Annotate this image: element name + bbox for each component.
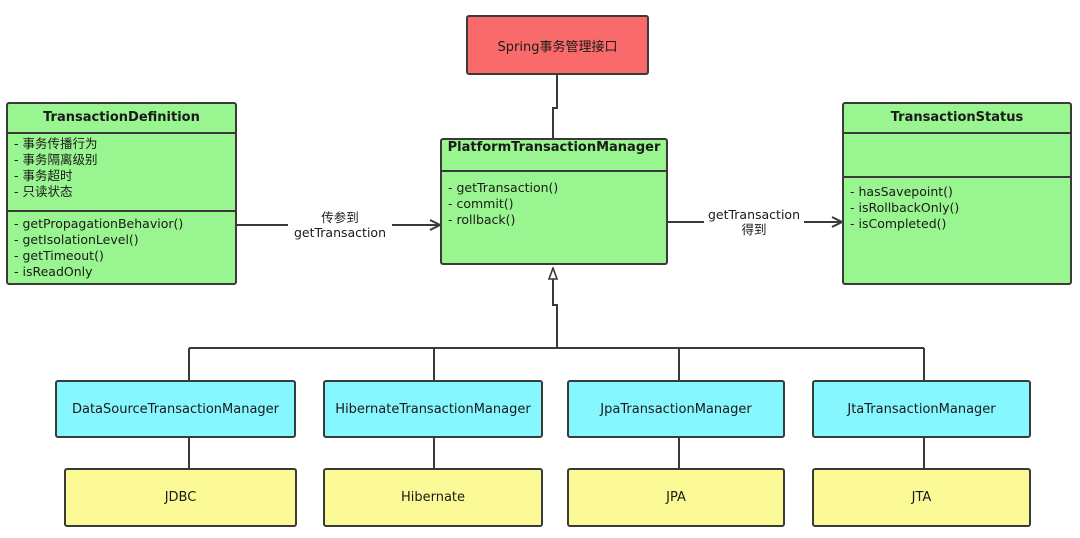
- spring-interface-label: Spring事务管理接口: [497, 39, 618, 55]
- method-item: - commit(): [448, 196, 514, 211]
- transaction-status-methods: - hasSavepoint() - isRollbackOnly() - is…: [844, 176, 1070, 234]
- technology-label: JTA: [911, 490, 932, 505]
- datasource-transaction-manager-box: DataSourceTransactionManager: [55, 380, 296, 438]
- transaction-definition-title: TransactionDefinition: [8, 104, 235, 134]
- implementation-label: JpaTransactionManager: [600, 401, 752, 417]
- technology-label: JPA: [666, 490, 686, 505]
- attribute-item: - 事务隔离级别: [14, 152, 98, 167]
- definition-to-manager-label: 传参到 getTransaction: [288, 210, 392, 240]
- edge-label-line: 得到: [741, 222, 767, 237]
- method-item: - getTransaction(): [448, 180, 559, 195]
- interface-link-line: [552, 75, 558, 138]
- attribute-item: - 事务传播行为: [14, 136, 98, 151]
- method-item: - getTimeout(): [14, 248, 104, 263]
- transaction-definition-attributes: - 事务传播行为 - 事务隔离级别 - 事务超时 - 只读状态: [8, 134, 235, 210]
- transaction-status-empty-section: [844, 134, 1070, 176]
- jta-transaction-manager-box: JtaTransactionManager: [812, 380, 1031, 438]
- method-item: - getPropagationBehavior(): [14, 216, 184, 231]
- jpa-transaction-manager-box: JpaTransactionManager: [567, 380, 785, 438]
- method-item: - isReadOnly: [14, 264, 93, 279]
- jdbc-box: JDBC: [64, 468, 297, 527]
- implementation-label: DataSourceTransactionManager: [71, 401, 280, 417]
- hibernate-box: Hibernate: [323, 468, 543, 527]
- transaction-definition-class: TransactionDefinition - 事务传播行为 - 事务隔离级别 …: [6, 102, 237, 285]
- technology-label: JDBC: [164, 490, 197, 505]
- method-item: - rollback(): [448, 212, 516, 227]
- jta-box: JTA: [812, 468, 1031, 527]
- transaction-status-title: TransactionStatus: [844, 104, 1070, 134]
- hibernate-transaction-manager-box: HibernateTransactionManager: [323, 380, 543, 438]
- transaction-definition-methods: - getPropagationBehavior() - getIsolatio…: [8, 210, 235, 282]
- implementation-label: HibernateTransactionManager: [335, 401, 531, 417]
- inheritance-trunk: [553, 268, 557, 348]
- method-item: - getIsolationLevel(): [14, 232, 139, 247]
- method-item: - isRollbackOnly(): [850, 200, 960, 215]
- attribute-item: - 事务超时: [14, 168, 73, 183]
- attribute-item: - 只读状态: [14, 184, 73, 199]
- manager-to-status-label: getTransaction 得到: [704, 207, 804, 237]
- transaction-status-class: TransactionStatus - hasSavepoint() - isR…: [842, 102, 1072, 285]
- platform-manager-methods: - getTransaction() - commit() - rollback…: [442, 172, 666, 230]
- implementation-label: JtaTransactionManager: [847, 401, 996, 417]
- platform-manager-title: PlatformTransactionManager: [442, 140, 666, 172]
- technology-label: Hibernate: [400, 490, 466, 505]
- method-item: - isCompleted(): [850, 216, 947, 231]
- edge-label-line: getTransaction: [293, 225, 387, 240]
- edge-label-line: getTransaction: [707, 207, 801, 222]
- jpa-box: JPA: [567, 468, 785, 527]
- platform-transaction-manager-class: PlatformTransactionManager - getTransact…: [440, 138, 668, 265]
- spring-interface-box: Spring事务管理接口: [466, 15, 649, 75]
- edge-label-line: 传参到: [321, 210, 359, 225]
- method-item: - hasSavepoint(): [850, 184, 953, 199]
